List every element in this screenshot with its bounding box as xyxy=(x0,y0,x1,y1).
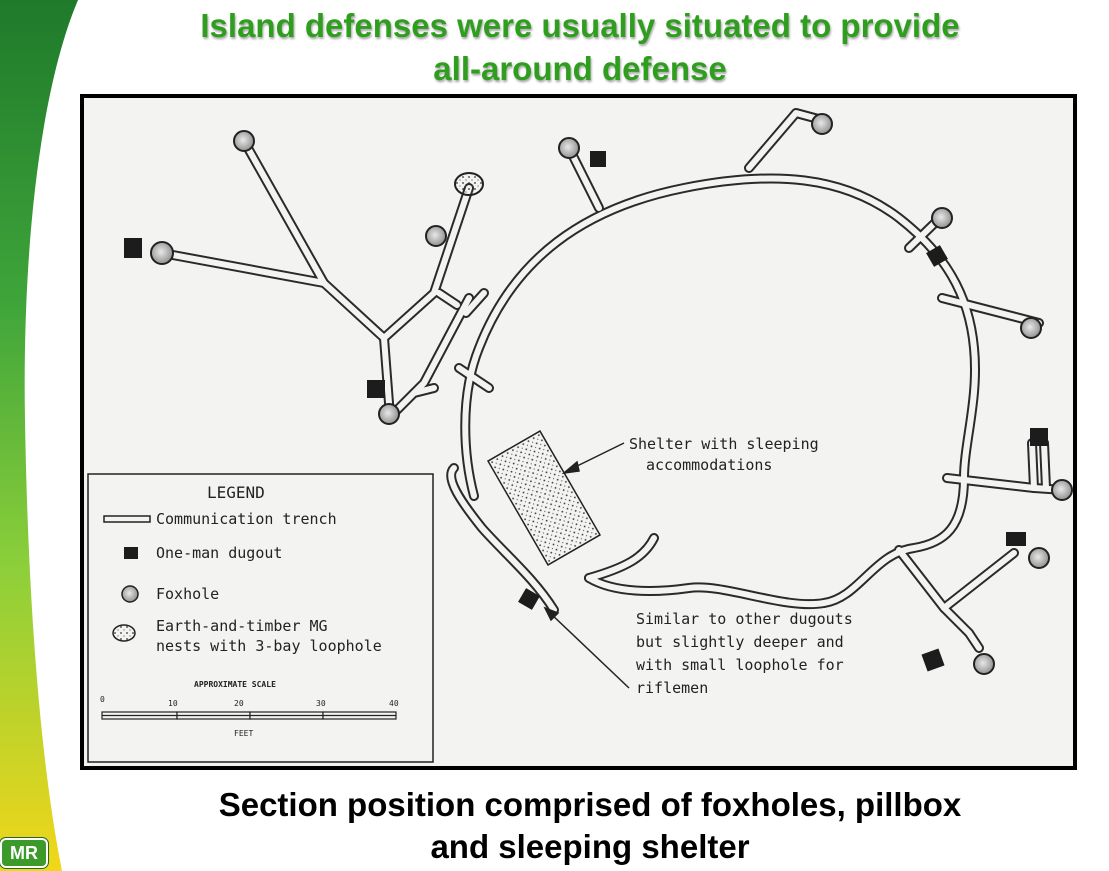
legend-item-trench: Communication trench xyxy=(156,510,337,528)
scale-bar xyxy=(101,711,397,720)
mg-nest-icon xyxy=(454,172,484,196)
slide-caption-line-1: Section position comprised of foxholes, … xyxy=(218,786,962,823)
legend-mg-nest-icon xyxy=(112,624,136,642)
foxhole-icon xyxy=(425,225,447,247)
scale-tick: 40 xyxy=(389,699,399,708)
shelter-annotation-line-1: Shelter with sleeping xyxy=(629,435,819,453)
dugout-icon xyxy=(1030,428,1048,446)
legend-item-dugout: One-man dugout xyxy=(156,544,282,562)
scale-ticks: 0 10 20 30 40 xyxy=(100,695,399,708)
legend-trench-icon xyxy=(103,515,151,523)
scale-tick: 10 xyxy=(168,699,178,708)
dugout-icon xyxy=(1006,532,1026,546)
foxhole-icon xyxy=(233,130,255,152)
defense-diagram: Shelter with sleeping accommodations Sim… xyxy=(80,94,1077,770)
foxholes xyxy=(150,113,1073,675)
slide-title-line-1: Island defenses were usually situated to… xyxy=(200,7,960,44)
scale-tick: 0 xyxy=(100,695,105,704)
foxhole-icon xyxy=(1028,547,1050,569)
annotation-arrows xyxy=(543,442,630,689)
dugout-icon xyxy=(367,380,385,398)
slide-title: Island defenses were usually situated to… xyxy=(95,4,1065,90)
legend-foxhole-icon xyxy=(121,585,139,603)
legend-item-mg-nest-line-2: nests with 3-bay loophole xyxy=(156,637,382,655)
scale-tick: 20 xyxy=(234,699,244,708)
foxhole-icon xyxy=(150,241,174,265)
foxhole-icon xyxy=(1020,317,1042,339)
defense-diagram-drawing: Shelter with sleeping accommodations Sim… xyxy=(87,108,1073,763)
legend-item-foxhole: Foxhole xyxy=(156,585,219,603)
dugout-icon xyxy=(124,238,142,258)
dugout-icon xyxy=(926,245,948,267)
foxhole-icon xyxy=(931,207,953,229)
dugout-annotation-line-1: Similar to other dugouts xyxy=(636,610,853,628)
legend-item-mg-nest-line-1: Earth-and-timber MG xyxy=(156,617,328,635)
slide-title-line-2: all-around defense xyxy=(433,50,727,87)
foxhole-icon xyxy=(811,113,833,135)
dugout-icon xyxy=(921,648,945,672)
logo-badge: MR xyxy=(0,838,48,868)
slide-caption: Section position comprised of foxholes, … xyxy=(95,784,1085,868)
dugout-annotation-line-2: but slightly deeper and xyxy=(636,633,844,651)
legend-title: LEGEND xyxy=(207,483,265,502)
sleeping-shelter xyxy=(486,430,602,566)
shelter-annotation-line-2: accommodations xyxy=(646,456,772,474)
dugouts xyxy=(124,151,1048,672)
foxhole-icon xyxy=(1051,479,1073,501)
dugout-riflemen-icon xyxy=(518,588,540,610)
foxhole-icon xyxy=(558,137,580,159)
side-swoosh-decoration xyxy=(0,0,78,871)
legend: LEGEND Communication trench One-man dugo… xyxy=(87,473,434,763)
slide-caption-line-2: and sleeping shelter xyxy=(430,828,750,865)
dugout-icon xyxy=(590,151,606,167)
scale-tick: 30 xyxy=(316,699,326,708)
dugout-annotation-line-4: riflemen xyxy=(636,679,708,697)
dugout-annotation-line-3: with small loophole for xyxy=(636,656,844,674)
foxhole-icon xyxy=(973,653,995,675)
scale-unit: FEET xyxy=(234,729,253,738)
legend-dugout-icon xyxy=(124,547,138,559)
foxhole-icon xyxy=(378,403,400,425)
scale-title: APPROXIMATE SCALE xyxy=(194,680,276,689)
